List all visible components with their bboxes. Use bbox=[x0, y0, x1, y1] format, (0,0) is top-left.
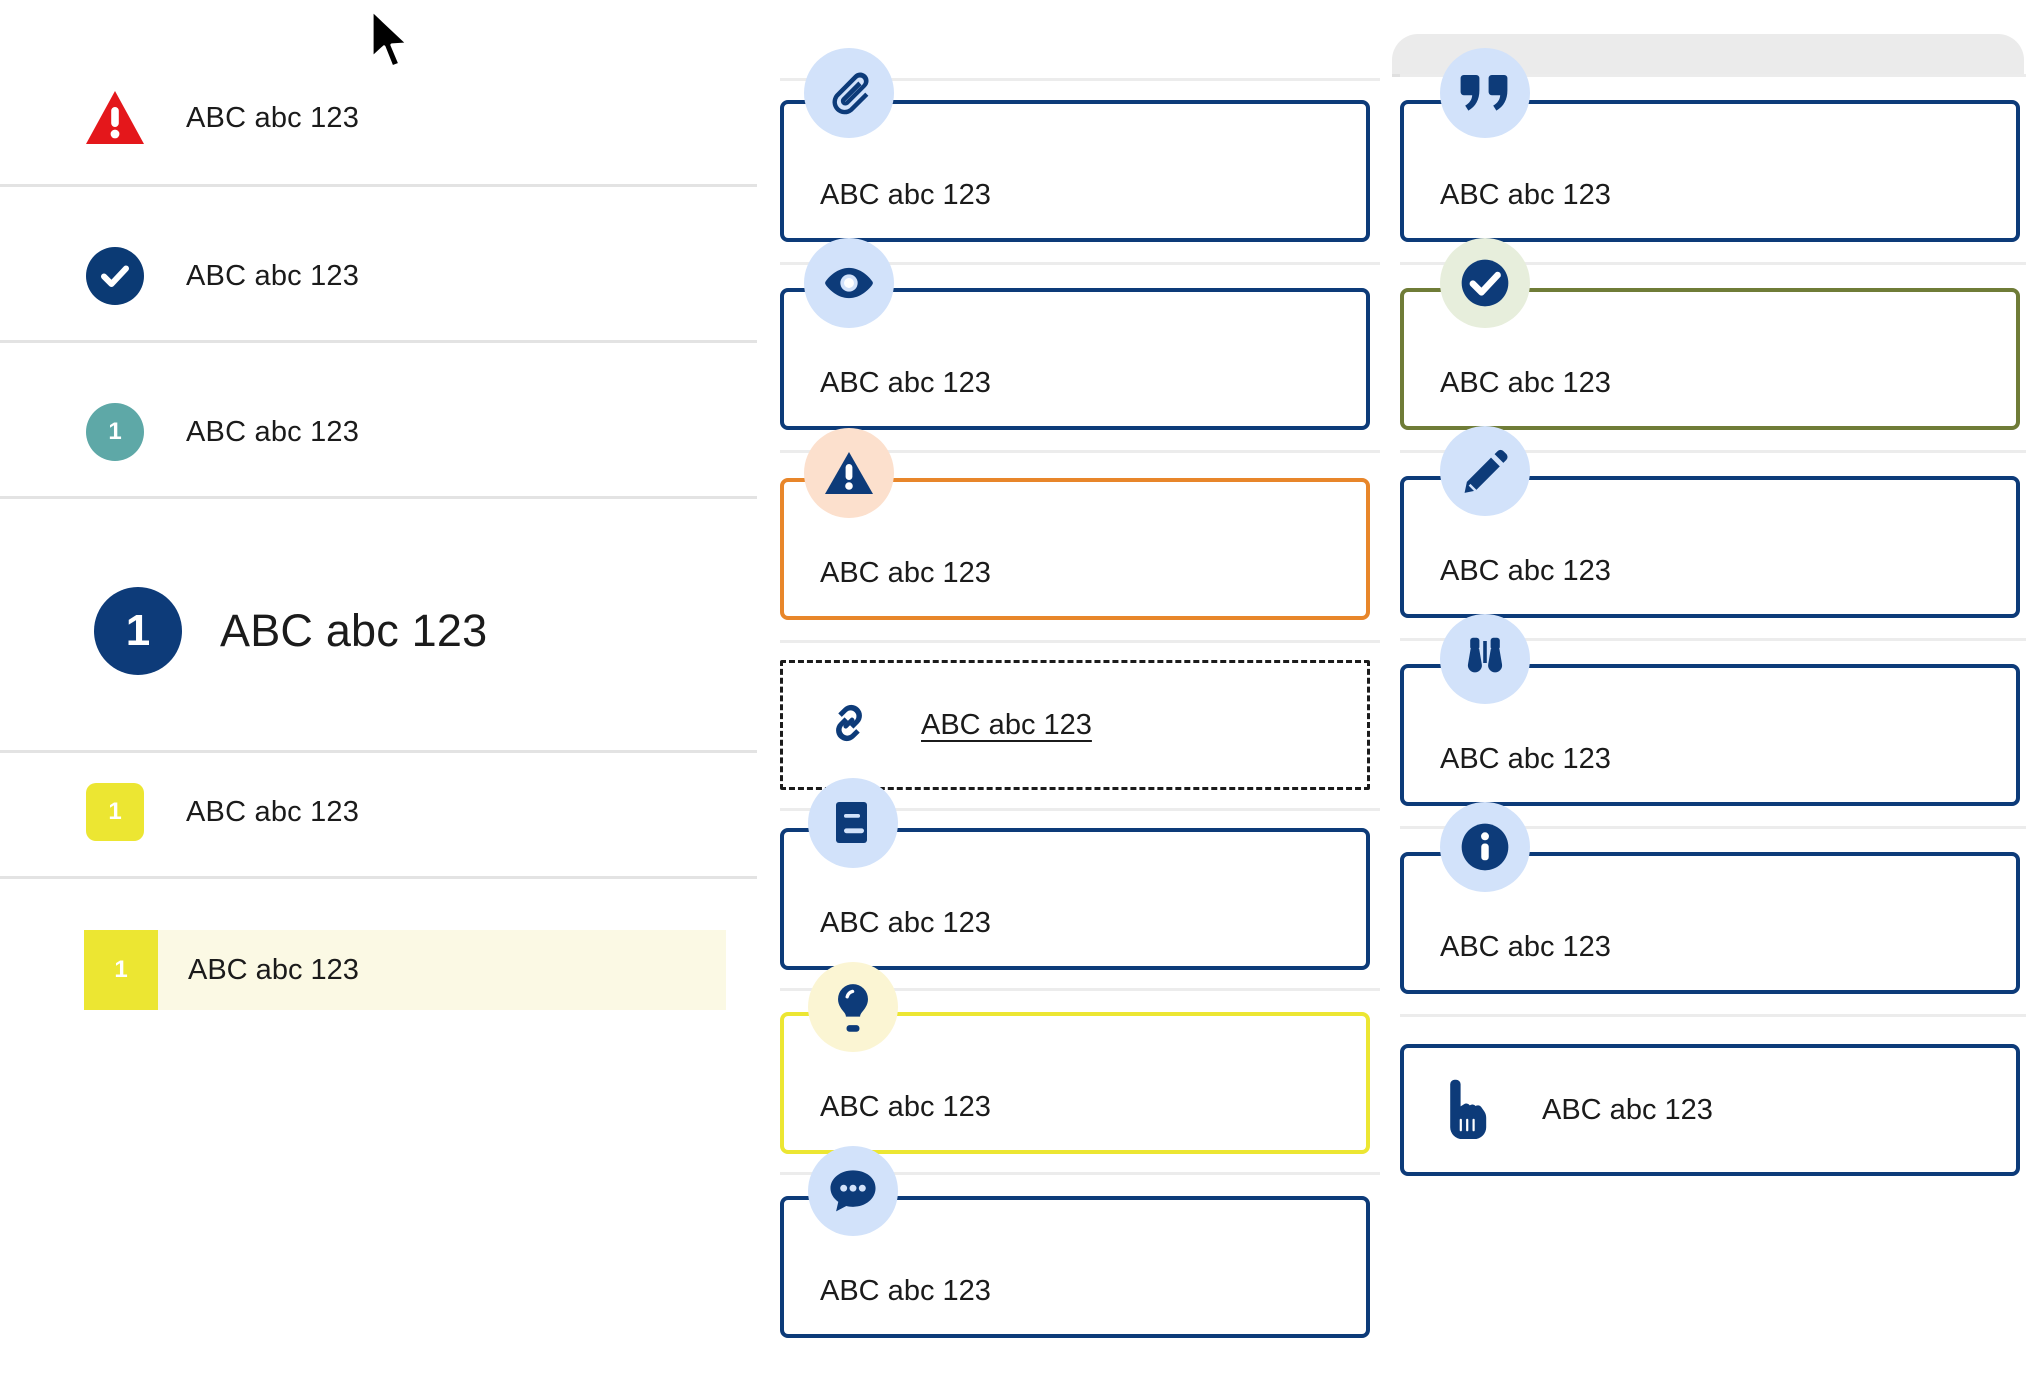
lightbulb-icon bbox=[808, 962, 898, 1052]
list-item-warning[interactable]: ABC abc 123 bbox=[0, 78, 760, 158]
list-item-label: ABC abc 123 bbox=[186, 795, 360, 828]
divider bbox=[1400, 450, 2026, 453]
divider bbox=[780, 450, 1380, 453]
divider bbox=[0, 750, 757, 753]
speech-bubble-icon bbox=[808, 1146, 898, 1236]
card-label: ABC abc 123 bbox=[1440, 179, 1611, 211]
pencil-icon bbox=[1440, 426, 1530, 516]
badge-number: 1 bbox=[108, 418, 122, 445]
card-label: ABC abc 123 bbox=[1542, 1093, 1713, 1126]
card-label: ABC abc 123 bbox=[1440, 743, 1611, 775]
divider bbox=[1400, 1014, 2026, 1017]
card-label: ABC abc 123 bbox=[820, 1275, 991, 1307]
mouse-cursor bbox=[368, 8, 416, 74]
divider bbox=[780, 640, 1380, 643]
list-item-label: ABC abc 123 bbox=[188, 953, 359, 986]
card-label: ABC abc 123 bbox=[1440, 367, 1611, 399]
warning-triangle-icon bbox=[84, 89, 146, 147]
card-edit[interactable]: ABC abc 123 bbox=[1400, 476, 2020, 618]
badge-number: 1 bbox=[108, 798, 122, 825]
divider bbox=[1400, 262, 2026, 265]
divider bbox=[780, 988, 1380, 991]
divider bbox=[1400, 638, 2026, 641]
card-link[interactable]: ABC abc 123 bbox=[780, 660, 1370, 790]
divider bbox=[0, 340, 757, 343]
paperclip-icon bbox=[804, 48, 894, 138]
card-label: ABC abc 123 bbox=[820, 1091, 991, 1123]
card-label: ABC abc 123 bbox=[820, 179, 991, 211]
eye-icon bbox=[804, 238, 894, 328]
card-label-link[interactable]: ABC abc 123 bbox=[921, 708, 1092, 741]
list-item-yellow-number[interactable]: 1 ABC abc 123 bbox=[0, 772, 760, 852]
divider bbox=[0, 496, 757, 499]
binoculars-icon bbox=[1440, 614, 1530, 704]
list-item-label: ABC abc 123 bbox=[186, 415, 360, 448]
list-item-label: ABC abc 123 bbox=[186, 101, 360, 134]
pointing-hand-icon bbox=[1438, 1077, 1494, 1144]
divider bbox=[0, 876, 757, 879]
card-label: ABC abc 123 bbox=[820, 557, 991, 589]
list-item-label: ABC abc 123 bbox=[220, 605, 488, 656]
card-action[interactable]: ABC abc 123 bbox=[1400, 1044, 2020, 1176]
card-idea[interactable]: ABC abc 123 bbox=[780, 1012, 1370, 1154]
card-label: ABC abc 123 bbox=[1440, 931, 1611, 963]
divider bbox=[780, 262, 1380, 265]
check-circle-icon bbox=[86, 247, 144, 305]
divider bbox=[780, 78, 1380, 81]
badge-number: 1 bbox=[125, 606, 151, 655]
link-chain-icon bbox=[821, 695, 877, 756]
divider bbox=[1400, 74, 2026, 77]
warning-triangle-icon bbox=[804, 428, 894, 518]
divider bbox=[1400, 826, 2026, 829]
yellow-number-badge: 1 bbox=[86, 783, 144, 841]
left-list-panel: ABC abc 123 ABC abc 123 1 ABC abc 123 1 … bbox=[0, 0, 760, 1392]
check-circle-icon bbox=[1440, 238, 1530, 328]
card-label: ABC abc 123 bbox=[820, 907, 991, 939]
card-success[interactable]: ABC abc 123 bbox=[1400, 288, 2020, 430]
list-item-selected[interactable]: 1 ABC abc 123 bbox=[84, 930, 726, 1010]
list-item-primary-number[interactable]: 1 ABC abc 123 bbox=[0, 576, 760, 686]
list-item-teal-number[interactable]: 1 ABC abc 123 bbox=[0, 392, 760, 472]
divider bbox=[780, 808, 1380, 811]
list-item-label: ABC abc 123 bbox=[186, 259, 360, 292]
navy-number-badge-large: 1 bbox=[94, 587, 182, 675]
divider bbox=[0, 184, 757, 187]
book-icon bbox=[808, 778, 898, 868]
badge-number: 1 bbox=[114, 956, 128, 983]
quote-marks-icon bbox=[1440, 48, 1530, 138]
info-circle-icon bbox=[1440, 802, 1530, 892]
divider bbox=[780, 1172, 1380, 1175]
teal-number-badge: 1 bbox=[86, 403, 144, 461]
card-label: ABC abc 123 bbox=[1440, 555, 1611, 587]
list-item-check[interactable]: ABC abc 123 bbox=[0, 236, 760, 316]
yellow-number-bar: 1 bbox=[84, 930, 158, 1010]
card-label: ABC abc 123 bbox=[820, 367, 991, 399]
